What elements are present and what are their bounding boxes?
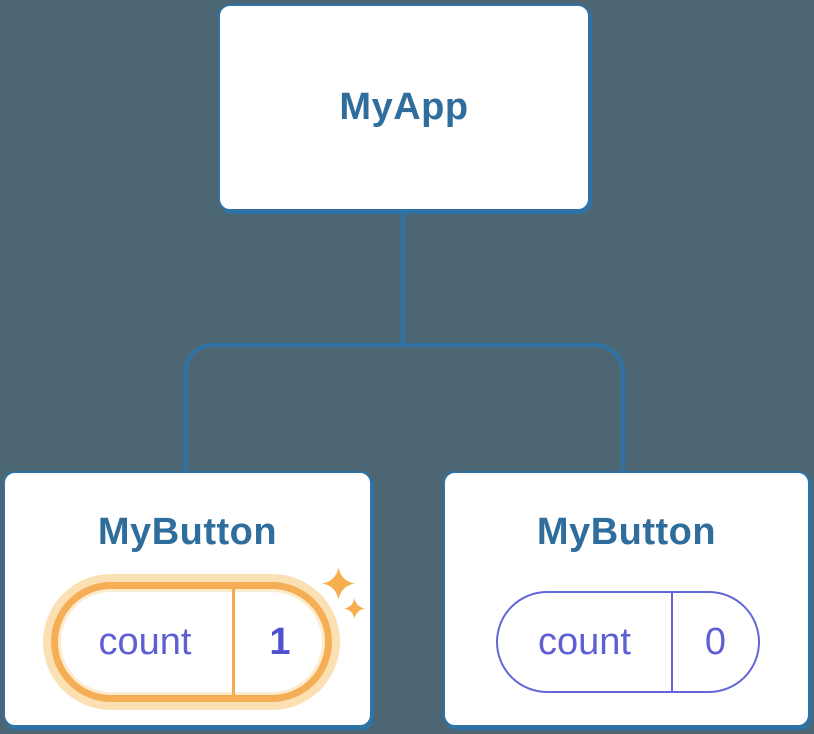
tree-node-mybutton-2: MyButton count 0 (443, 471, 810, 727)
sparkle-icon (344, 598, 365, 619)
connector-stem-line (401, 211, 405, 345)
tree-node-mybutton-1: MyButton count 1 (3, 471, 372, 727)
node-title: MyButton (536, 511, 717, 553)
node-title: MyButton (97, 511, 278, 553)
state-value: 0 (704, 621, 727, 663)
tree-node-myapp: MyApp (218, 4, 590, 211)
state-value: 1 (269, 621, 291, 663)
sparkle-icon (322, 567, 355, 600)
node-title: MyApp (339, 86, 469, 128)
state-pill: count 0 (496, 591, 760, 693)
pill-divider (671, 593, 673, 691)
pill-divider (232, 589, 235, 695)
state-key-label: count (98, 621, 192, 663)
connector-branch-line (183, 343, 625, 475)
state-pill-highlighted: count 1 (51, 582, 332, 702)
state-key-label: count (538, 621, 631, 663)
